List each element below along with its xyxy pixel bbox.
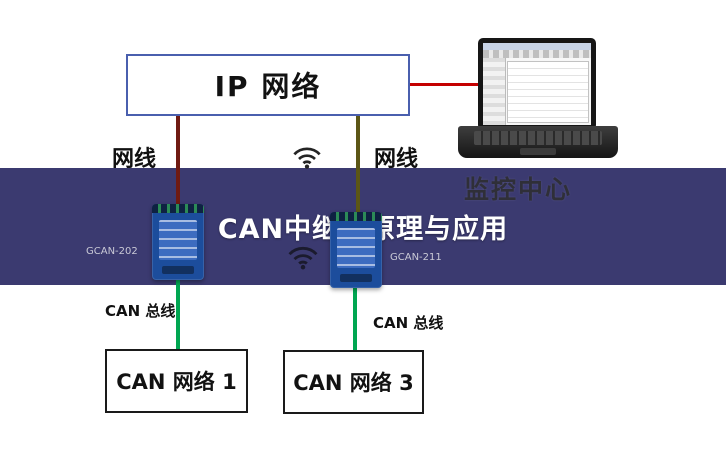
can-bus-line-left xyxy=(176,279,180,350)
screen-table xyxy=(507,61,589,123)
device-model-label-right: GCAN-211 xyxy=(390,252,442,263)
can-network-3-node: CAN 网络 3 xyxy=(283,350,424,414)
device-terminal-block xyxy=(330,212,382,221)
can-network-3-label: CAN 网络 3 xyxy=(293,371,414,395)
ip-network-label: IP 网络 xyxy=(214,70,322,103)
laptop-screen-ui xyxy=(483,43,591,125)
can-ethernet-device-right xyxy=(330,212,382,288)
laptop-trackpad xyxy=(520,148,556,155)
wifi-icon xyxy=(288,246,318,270)
screen-sidepane xyxy=(483,58,506,125)
can-bus-line-right xyxy=(353,287,357,350)
screen-toolbar xyxy=(483,50,591,58)
device-model-label-left: GCAN-202 xyxy=(86,246,138,257)
can-bus-label-left: CAN 总线 xyxy=(105,302,176,320)
cable-label-left: 网线 xyxy=(112,147,157,172)
can-network-1-node: CAN 网络 1 xyxy=(105,349,248,413)
ip-network-node: IP 网络 xyxy=(126,54,410,116)
device-terminal-block xyxy=(152,204,204,213)
screen-titlebar xyxy=(483,43,591,50)
device-connector xyxy=(162,266,194,274)
laptop-base xyxy=(458,126,618,158)
laptop-keyboard xyxy=(474,131,602,145)
wifi-icon xyxy=(293,147,321,169)
monitoring-center-label: 监控中心 xyxy=(464,175,573,204)
laptop-screen xyxy=(478,38,596,130)
link-line-ip-to-laptop xyxy=(410,83,482,86)
device-front-panel xyxy=(337,228,375,268)
cable-label-right: 网线 xyxy=(374,147,419,172)
ethernet-line-right xyxy=(356,116,360,217)
laptop-image xyxy=(458,34,618,162)
ethernet-line-left xyxy=(176,116,180,208)
device-front-panel xyxy=(159,220,197,260)
can-bus-label-right: CAN 总线 xyxy=(373,314,444,332)
can-ethernet-device-left xyxy=(152,204,204,280)
device-connector xyxy=(340,274,372,282)
can-network-1-label: CAN 网络 1 xyxy=(116,370,237,394)
